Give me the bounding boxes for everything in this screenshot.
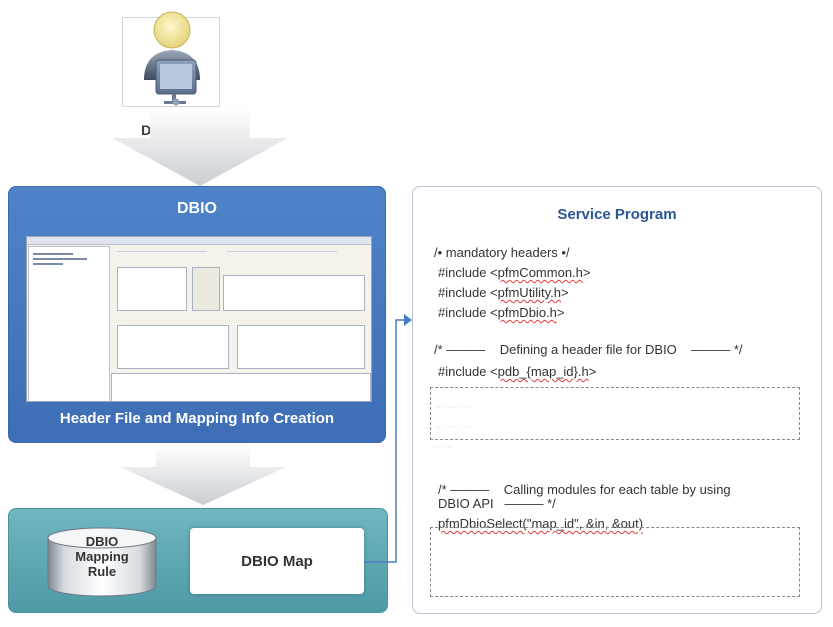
comment-define-header: /* ——— Defining a header file for DBIO —… [434, 342, 743, 357]
dbio-tool-screenshot [26, 236, 372, 402]
include-file-name: pfmDbio.h [497, 305, 557, 320]
dbio-title: DBIO [177, 200, 217, 217]
comment-calling-modules: /* ——— Calling modules for each table by… [438, 482, 731, 497]
include-line: #include <pfmUtility.h> [438, 285, 569, 300]
dbio-map-label: DBIO Map [241, 552, 313, 570]
service-program-panel [412, 186, 822, 614]
mapping-rule-text: DBIO Mapping Rule [75, 534, 129, 579]
developer-at-computer-icon [144, 11, 200, 106]
include-line: #include <pfmDbio.h> [438, 305, 565, 320]
database-cylinder-icon [47, 527, 157, 597]
include-dbio-header: #include <pdb_{map_id}.h> [438, 364, 597, 379]
dbio-map-box: DBIO Map [190, 528, 364, 594]
dbio-caption: Header File and Mapping Info Creation [59, 410, 335, 427]
placeholder-code-block: ··· ··· ··· ··· ··· ··· [430, 387, 800, 440]
comment-calling-modules-line2: DBIO API ——— */ [438, 496, 556, 511]
map-to-service-connector [364, 314, 412, 563]
include-line: #include <pfmCommon.h> [438, 265, 591, 280]
placeholder-call-block [430, 527, 800, 597]
placeholder-dots: ··· ·· [434, 444, 454, 451]
down-arrow-dbio-to-map [120, 445, 286, 505]
include-file-name: pfmCommon.h [497, 265, 583, 280]
down-arrow-developer-to-dbio [112, 108, 288, 186]
dbio-mapping-rule-label: DBIO Mapping Rule [46, 534, 158, 579]
include-file-name: pfmUtility.h [497, 285, 561, 300]
service-program-title: Service Program [557, 206, 677, 223]
comment-mandatory-headers: /• mandatory headers •/ [434, 245, 570, 260]
dbio-header-file-name: pdb_{map_id}.h [497, 364, 589, 379]
